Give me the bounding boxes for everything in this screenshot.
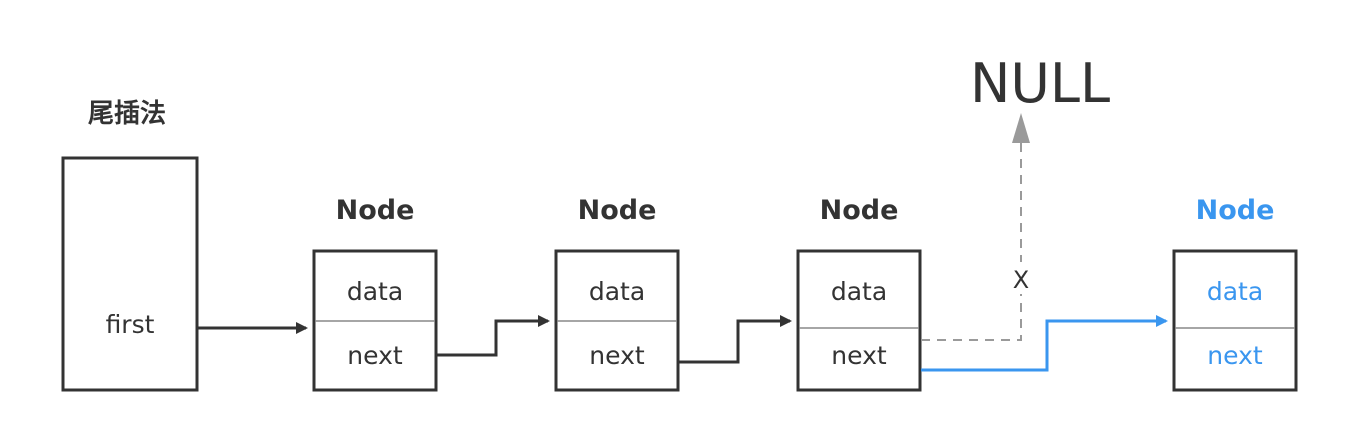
- new-node-next-field: next: [1207, 341, 1263, 370]
- first-label: first: [106, 310, 155, 339]
- node-1-title: Node: [336, 195, 415, 226]
- node-2-to-node-3-arrow: [679, 315, 792, 364]
- node-2-data-field: data: [589, 277, 645, 306]
- diagram-title: 尾插法: [88, 99, 166, 129]
- node-3-data-field: data: [831, 277, 887, 306]
- node-3-next-field: next: [831, 341, 887, 370]
- node-3-title: Node: [820, 195, 899, 226]
- null-label: NULL: [970, 52, 1110, 115]
- removed-mark-bg: [1008, 262, 1034, 294]
- node-1-to-node-2-arrow: [437, 315, 550, 357]
- node-3-box: [796, 249, 922, 392]
- first-pointer-box: [61, 156, 199, 392]
- node-1-next-field: next: [347, 341, 403, 370]
- null-arrowhead: [1012, 113, 1030, 143]
- node-1-data-field: data: [347, 277, 403, 306]
- new-node-title: Node: [1196, 195, 1275, 226]
- node-2-next-field: next: [589, 341, 645, 370]
- new-node-data-field: data: [1207, 277, 1263, 306]
- removed-link-mark: X: [1013, 266, 1029, 294]
- node-3-to-new-node-arrow: [921, 315, 1168, 372]
- node-2-title: Node: [578, 195, 657, 226]
- removed-null-link: [921, 136, 1022, 341]
- new-node-box: [1172, 249, 1298, 392]
